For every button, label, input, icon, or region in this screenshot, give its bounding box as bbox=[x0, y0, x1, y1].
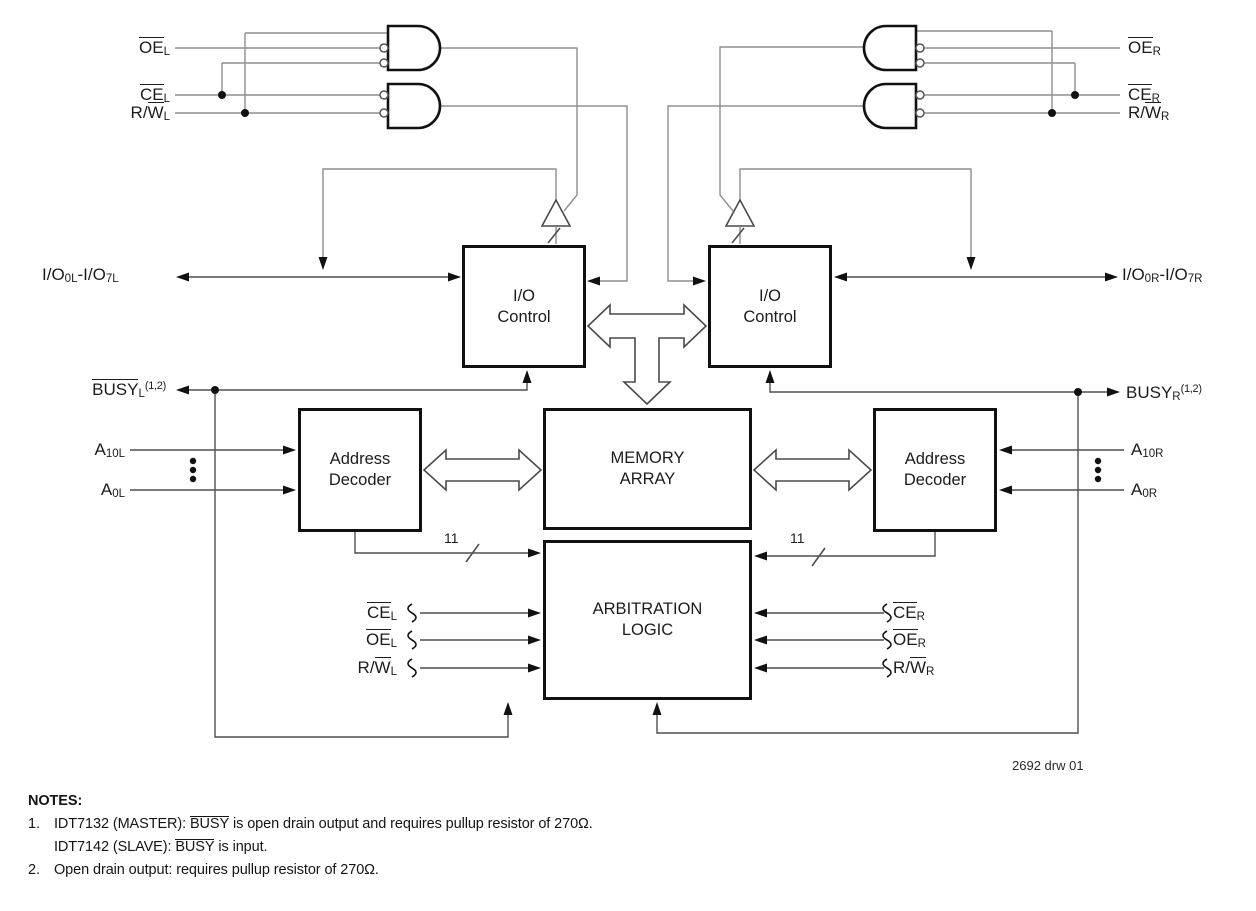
notes-title: NOTES: bbox=[28, 793, 83, 809]
signal-label-oe-right: OER bbox=[1128, 37, 1161, 58]
signal-label-oe-left-arb: OEL bbox=[366, 629, 397, 650]
signal-label-rw-right: R/WR bbox=[1128, 102, 1170, 123]
drawing-number: 2692 drw 01 bbox=[1012, 758, 1084, 773]
block-label: Address bbox=[904, 450, 966, 468]
signal-label-rw-left: R/WL bbox=[130, 102, 170, 123]
block-label: Decoder bbox=[903, 471, 967, 489]
signal-label-busy-left: BUSYL(1,2) bbox=[92, 379, 166, 400]
signal-label-a0-right: A0R bbox=[1131, 480, 1158, 500]
block-io-control-right: I/O Control bbox=[708, 245, 832, 368]
note-item: IDT7142 (SLAVE): BUSY is input. bbox=[54, 839, 268, 855]
note-item: 1. IDT7132 (MASTER): BUSY is open drain … bbox=[28, 816, 593, 832]
signal-label-rw-right-arb: R/WR bbox=[893, 657, 935, 678]
block-label: ARBITRATION bbox=[592, 600, 703, 618]
inverter-bubbles bbox=[379, 43, 925, 118]
bus-arrow-left-decoder-memory bbox=[422, 448, 543, 492]
bus-width-label-right: 11 bbox=[790, 530, 805, 546]
bus-arrows bbox=[422, 303, 873, 492]
signal-label-io-left: I/O0L-I/O7L bbox=[42, 265, 119, 285]
block-memory-array: MEMORY ARRAY bbox=[543, 408, 752, 530]
note-item: 2. Open drain output: requires pullup re… bbox=[28, 862, 379, 878]
block-label: Control bbox=[743, 307, 797, 326]
bus-arrow-right-decoder-memory bbox=[752, 448, 873, 492]
block-label: I/O bbox=[758, 286, 781, 305]
signal-label-ce-right: CER bbox=[1128, 84, 1160, 105]
block-label: Control bbox=[497, 307, 551, 326]
and-gate-right-top bbox=[862, 24, 918, 72]
tristate-buffer-right-icon bbox=[724, 198, 756, 227]
bus-width-label-left: 11 bbox=[444, 530, 459, 546]
tristate-buffers bbox=[540, 198, 756, 227]
signal-label-a10-right: A10R bbox=[1131, 440, 1164, 460]
block-arbitration-logic: ARBITRATION LOGIC bbox=[543, 540, 752, 700]
data-wires bbox=[130, 276, 1124, 738]
signal-label-a10-left: A10L bbox=[94, 440, 125, 460]
diagram-wiring bbox=[130, 24, 1124, 738]
signal-label-oe-right-arb: OER bbox=[893, 629, 926, 650]
block-label: LOGIC bbox=[621, 621, 674, 639]
block-label: MEMORY bbox=[610, 449, 685, 467]
signal-label-a0-left: A0L bbox=[100, 480, 125, 500]
cable-break-squiggles bbox=[407, 603, 892, 678]
and-gate-left-top bbox=[386, 24, 442, 72]
signal-label-ce-left-arb: CEL bbox=[366, 602, 397, 623]
block-address-decoder-left: Address Decoder bbox=[298, 408, 422, 532]
signal-label-busy-right: BUSYR(1,2) bbox=[1126, 383, 1202, 403]
block-address-decoder-right: Address Decoder bbox=[873, 408, 997, 532]
bus-slash-marks bbox=[465, 227, 826, 567]
address-ellipsis-dots bbox=[189, 457, 1102, 483]
signal-label-ce-left: CEL bbox=[139, 84, 170, 105]
signal-label-oe-left: OEL bbox=[139, 37, 170, 58]
and-gate-right-bottom bbox=[862, 82, 918, 130]
notes: NOTES: 1. IDT7132 (MASTER): BUSY is open… bbox=[28, 790, 1128, 882]
block-io-control-left: I/O Control bbox=[462, 245, 586, 368]
control-wires bbox=[175, 30, 1120, 282]
block-label: Decoder bbox=[328, 471, 392, 489]
junction-dots bbox=[211, 91, 1082, 396]
block-label: Address bbox=[329, 450, 391, 468]
arrowheads bbox=[176, 257, 1120, 715]
signal-label-rw-left-arb: R/WL bbox=[357, 657, 397, 678]
block-label: ARRAY bbox=[619, 470, 676, 488]
block-label: I/O bbox=[512, 286, 535, 305]
tristate-buffer-left-icon bbox=[540, 198, 572, 227]
signal-label-io-right: I/O0R-I/O7R bbox=[1122, 265, 1203, 285]
bus-arrow-io-memory-tee bbox=[586, 303, 708, 406]
and-gate-left-bottom bbox=[386, 82, 442, 130]
and-gates bbox=[386, 24, 918, 130]
signal-label-ce-right-arb: CER bbox=[893, 602, 925, 623]
